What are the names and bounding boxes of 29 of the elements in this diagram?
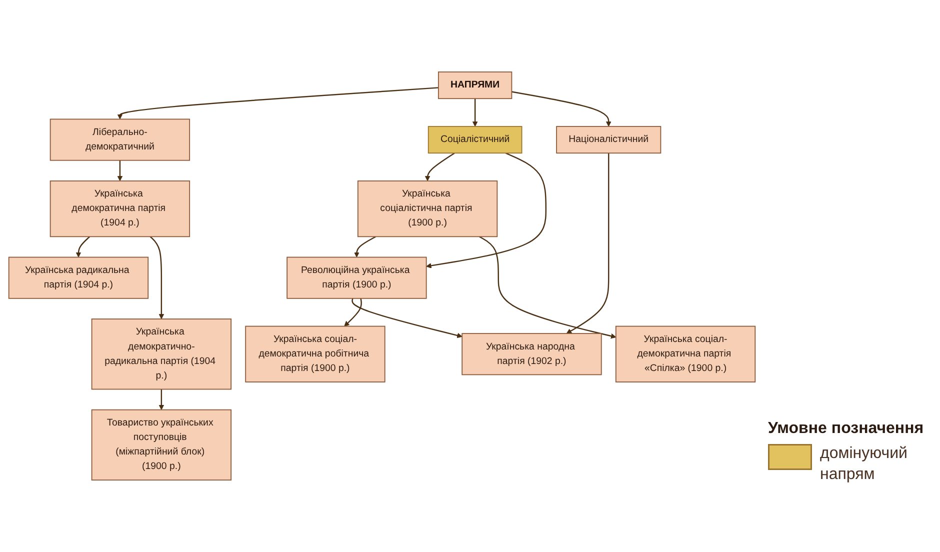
arrow: [76, 236, 90, 258]
arrow: [150, 236, 164, 320]
node-box: Націоналістичний: [556, 126, 662, 154]
arrow: [512, 91, 612, 127]
node-box: Українська соціал-демократична партія «Спілка» (1900 р.): [615, 326, 756, 382]
legend-text: домінуючий напрям: [820, 444, 908, 485]
node-box: Українська народна партія (1902 р.): [462, 333, 602, 376]
arrow: [566, 153, 610, 334]
arrow: [426, 152, 547, 268]
node-box: НАПРЯМИ: [438, 72, 512, 100]
node-box: Товариство українських поступовців (міжпартійний блок) (1900 р.): [91, 409, 232, 480]
arrow: [117, 160, 123, 182]
arrow: [424, 152, 455, 182]
arrow: [158, 389, 164, 410]
node-box: Соціалістичний: [428, 126, 522, 154]
node-box: Українська соціал-демократична робітнича партія (1900 р.): [245, 326, 386, 382]
legend-title: Умовне позначення: [768, 420, 924, 438]
arrow: [354, 236, 376, 258]
arrow: [472, 98, 478, 127]
node-box: Українська демократична партія (1904 р.): [50, 180, 190, 238]
node-box: Українська радикальна партія (1904 р.): [8, 256, 149, 299]
arrow: [344, 298, 362, 326]
arrow: [478, 236, 616, 339]
arrow: [352, 298, 462, 338]
arrow: [117, 87, 438, 120]
node-box: Українська демократично-радикальна партія (1904 р.): [91, 318, 232, 390]
node-box: Революційна українська партія (1900 р.): [286, 256, 427, 299]
node-box: Українська соціалістична партія (1900 р.): [357, 180, 498, 238]
node-box: Ліберально-демократичний: [50, 118, 190, 161]
